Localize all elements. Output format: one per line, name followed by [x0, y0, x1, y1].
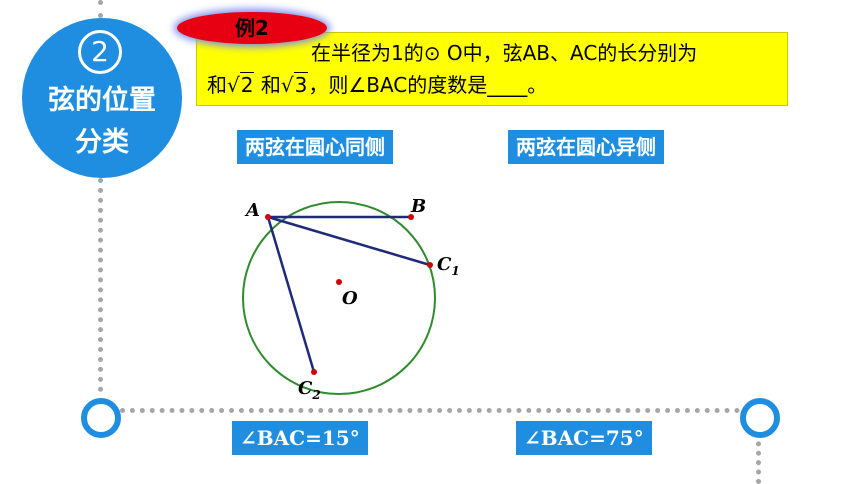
case-same-side-label: 两弦在圆心同侧 [237, 130, 393, 164]
label-o: O [342, 288, 358, 309]
circle [242, 201, 436, 395]
problem-line-1: 在半径为1的⊙ O中，弦AB、AC的长分别为 [311, 41, 698, 65]
problem-text: 和 [254, 73, 281, 97]
dotted-line-right [756, 432, 761, 484]
point-a [265, 214, 271, 220]
sqrt-radicand: 2 [239, 72, 255, 97]
label-a: A [244, 200, 260, 221]
ring-node-left [81, 398, 121, 438]
section-badge: 2 弦的位置 分类 [22, 18, 182, 178]
dotted-line-bottom [120, 408, 750, 413]
problem-text: ，则∠BAC的度数是____。 [308, 73, 548, 97]
label-c1: C1 [437, 254, 460, 278]
ring-node-right [740, 398, 780, 438]
problem-text: 和 [207, 73, 227, 97]
point-c2 [311, 369, 317, 375]
point-b [408, 214, 414, 220]
answer-same-side: ∠BAC=15° [232, 421, 368, 455]
label-c2-letter: C [298, 378, 313, 399]
dotted-line-left [98, 178, 103, 392]
case-opposite-side-label: 两弦在圆心异侧 [508, 130, 664, 164]
example-tag: 例2 [177, 12, 327, 44]
chord-ac1 [267, 215, 431, 267]
sqrt-2: √2 [227, 72, 255, 97]
section-number: 2 [78, 30, 122, 74]
sqrt-radicand: 3 [293, 72, 309, 97]
label-b: B [410, 196, 426, 217]
label-c1-letter: C [437, 254, 452, 275]
label-c1-subscript: 1 [451, 264, 459, 278]
label-c2-subscript: 2 [311, 388, 320, 402]
problem-line-2: 和√2 和√3，则∠BAC的度数是____。 [207, 69, 777, 101]
sqrt-3: √3 [280, 72, 309, 97]
dotted-line-top [98, 0, 103, 18]
point-c1 [427, 262, 433, 268]
point-o [336, 279, 342, 285]
label-c2: C2 [298, 378, 321, 402]
chord-ac2 [266, 216, 316, 373]
section-title: 弦的位置 分类 [48, 85, 156, 158]
problem-box: 在半径为1的⊙ O中，弦AB、AC的长分别为 和√2 和√3，则∠BAC的度数是… [196, 32, 788, 106]
answer-opposite-side: ∠BAC=75° [516, 421, 652, 455]
